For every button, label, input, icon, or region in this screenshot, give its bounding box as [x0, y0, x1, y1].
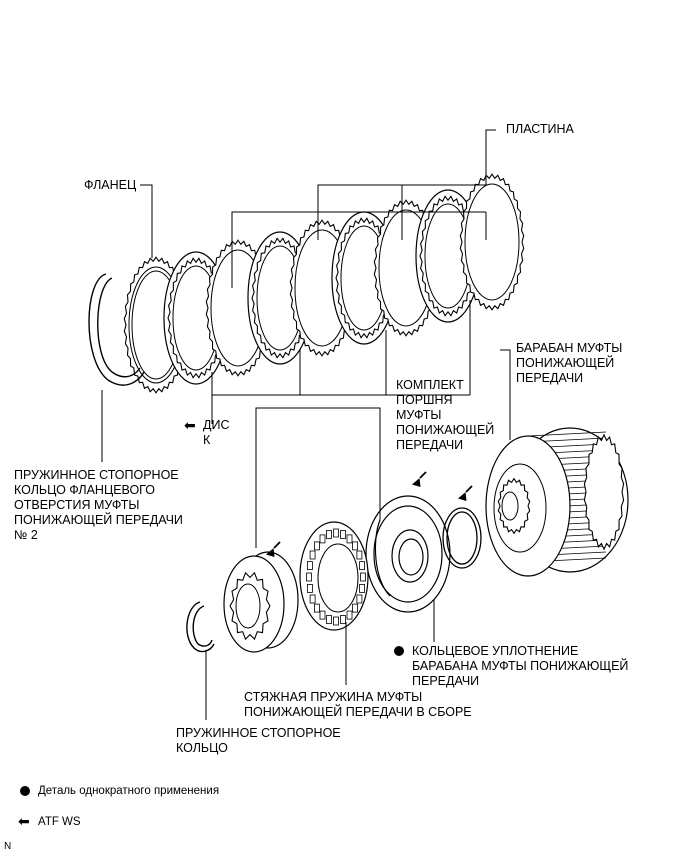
spring-coil: [313, 603, 320, 613]
disc-label: ДИС К: [203, 418, 230, 447]
spring-coil: [359, 561, 366, 570]
drum-o-ring: [442, 507, 482, 569]
spring-coil: [340, 530, 346, 539]
spring-coil: [319, 534, 326, 544]
drum-label: БАРАБАН МУФТЫ ПОНИЖАЮЩЕЙ ПЕРЕДАЧИ: [516, 341, 623, 385]
legend-atf-arrow-icon: ⬅: [18, 813, 30, 829]
clutch-pack: [123, 173, 525, 394]
legend-atf: ATF WS: [38, 816, 81, 828]
spring-coil: [306, 561, 313, 570]
piston-set-label: КОМПЛЕКТ ПОРШНЯ МУФТЫ ПОНИЖАЮЩЕЙ ПЕРЕДАЧ…: [396, 378, 495, 452]
atf-arrows: [265, 471, 473, 557]
flange-snap-ring: [88, 273, 145, 386]
snap-ring: [186, 601, 215, 653]
spring-coil: [340, 615, 346, 624]
spring-coil: [326, 530, 332, 539]
spring-coil: [359, 584, 366, 593]
return-spring-assembly: [299, 521, 369, 631]
return-spring-label: СТЯЖНАЯ ПРУЖИНА МУФТЫ ПОНИЖАЮЩЕЙ ПЕРЕДАЧ…: [244, 690, 472, 719]
flange-snap-ring-label: ПРУЖИННОЕ СТОПОРНОЕ КОЛЬЦО ФЛАНЦЕВОГО ОТ…: [14, 468, 183, 542]
spring-coil: [352, 603, 359, 613]
clutch-hub: [223, 551, 299, 653]
lower-leader-lines: [205, 349, 511, 720]
snap-ring-label: ПРУЖИННОЕ СТОПОРНОЕ КОЛЬЦО: [176, 726, 341, 755]
spring-coil: [360, 572, 366, 582]
spring-coil: [346, 610, 353, 620]
spring-coil: [356, 550, 363, 560]
plate-bore: [464, 183, 520, 301]
drum-spline-line: [527, 431, 607, 437]
spring-coil: [352, 541, 359, 551]
o-ring-label: КОЛЬЦЕВОЕ УПЛОТНЕНИЕ БАРАБАНА МУФТЫ ПОНИ…: [412, 644, 629, 688]
spring-coil: [309, 594, 316, 604]
clutch-drum: [485, 427, 629, 577]
corner-mark: N: [4, 841, 12, 852]
legend-single-use-icon: [20, 786, 30, 796]
drum-rear-teeth: [583, 433, 625, 551]
hub-bore: [235, 583, 261, 629]
spring-inner-plate: [317, 543, 359, 613]
spring-coil: [306, 584, 313, 593]
spring-coil: [333, 616, 339, 626]
legend-single-use: Деталь однократного применения: [38, 785, 220, 797]
plate-leader-lines: [101, 129, 496, 462]
spring-coil: [319, 610, 326, 620]
drum-hub-bore: [501, 491, 519, 521]
spring-coil: [333, 528, 339, 538]
spring-coil: [309, 550, 316, 560]
spring-coil: [306, 572, 312, 582]
spring-coil: [326, 615, 332, 624]
single-use-marker-icon: [394, 646, 404, 656]
spring-coil: [356, 594, 363, 604]
plate-label: ПЛАСТИНА: [506, 122, 574, 136]
flange-label: ФЛАНЕЦ: [84, 178, 137, 192]
spring-coil: [346, 534, 353, 544]
disc-arrow-icon: ⬅: [184, 417, 196, 433]
spring-coil: [313, 541, 320, 551]
clutch-piston: [365, 495, 451, 613]
